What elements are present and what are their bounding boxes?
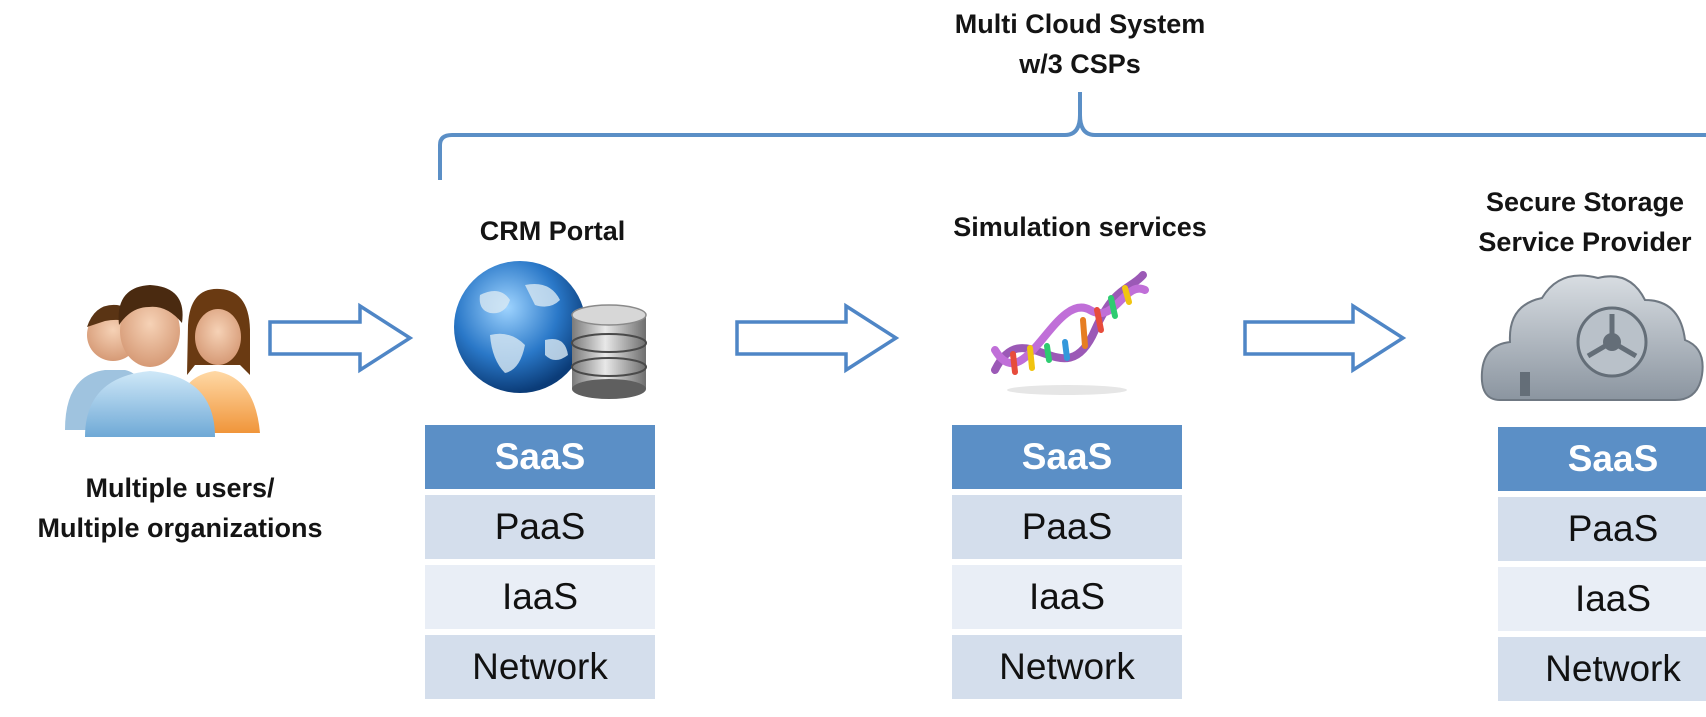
simulation-layer-network: Network: [952, 635, 1182, 699]
crm-layer-paas: PaaS: [425, 495, 655, 559]
cloud-vault-icon: [1480, 274, 1704, 401]
crm-layer-iaas: IaaS: [425, 565, 655, 629]
storage-layer-stack: SaaS PaaS IaaS Network: [1498, 427, 1706, 717]
simulation-layer-stack: SaaS PaaS IaaS Network: [952, 425, 1182, 715]
secure-storage-title: Secure Storage Service Provider: [1450, 182, 1706, 262]
simulation-title-line1: Simulation services: [953, 212, 1207, 242]
arrow-users-to-crm: [268, 302, 414, 374]
crm-layer-saas: SaaS: [425, 425, 655, 489]
simulation-layer-paas: PaaS: [952, 495, 1182, 559]
cloud-system-bracket: [438, 92, 1706, 180]
header-title: Multi Cloud System w/3 CSPs: [880, 4, 1280, 84]
crm-title-line1: CRM Portal: [479, 216, 626, 246]
arrow-crm-to-simulation: [735, 302, 900, 374]
dna-helix-icon: [991, 271, 1149, 395]
users-label: Multiple users/ Multiple organizations: [0, 468, 360, 548]
users-label-line1: Multiple users/: [85, 473, 275, 503]
storage-title-line1: Secure Storage: [1485, 187, 1685, 217]
storage-layer-saas: SaaS: [1498, 427, 1706, 491]
storage-layer-paas: PaaS: [1498, 497, 1706, 561]
group-people-icon: [65, 285, 260, 437]
simulation-services-title: Simulation services: [920, 207, 1240, 247]
crm-layer-stack: SaaS PaaS IaaS Network: [425, 425, 655, 715]
arrow-simulation-to-storage: [1243, 302, 1407, 374]
crm-portal-title: CRM Portal: [400, 211, 705, 251]
header-line1: Multi Cloud System: [954, 9, 1206, 39]
users-label-line2: Multiple organizations: [37, 513, 323, 543]
crm-layer-network: Network: [425, 635, 655, 699]
header-line2: w/3 CSPs: [1019, 49, 1141, 79]
storage-layer-iaas: IaaS: [1498, 567, 1706, 631]
globe-database-icon: [454, 261, 647, 399]
storage-layer-network: Network: [1498, 637, 1706, 701]
simulation-layer-saas: SaaS: [952, 425, 1182, 489]
storage-title-line2: Service Provider: [1478, 227, 1692, 257]
simulation-layer-iaas: IaaS: [952, 565, 1182, 629]
